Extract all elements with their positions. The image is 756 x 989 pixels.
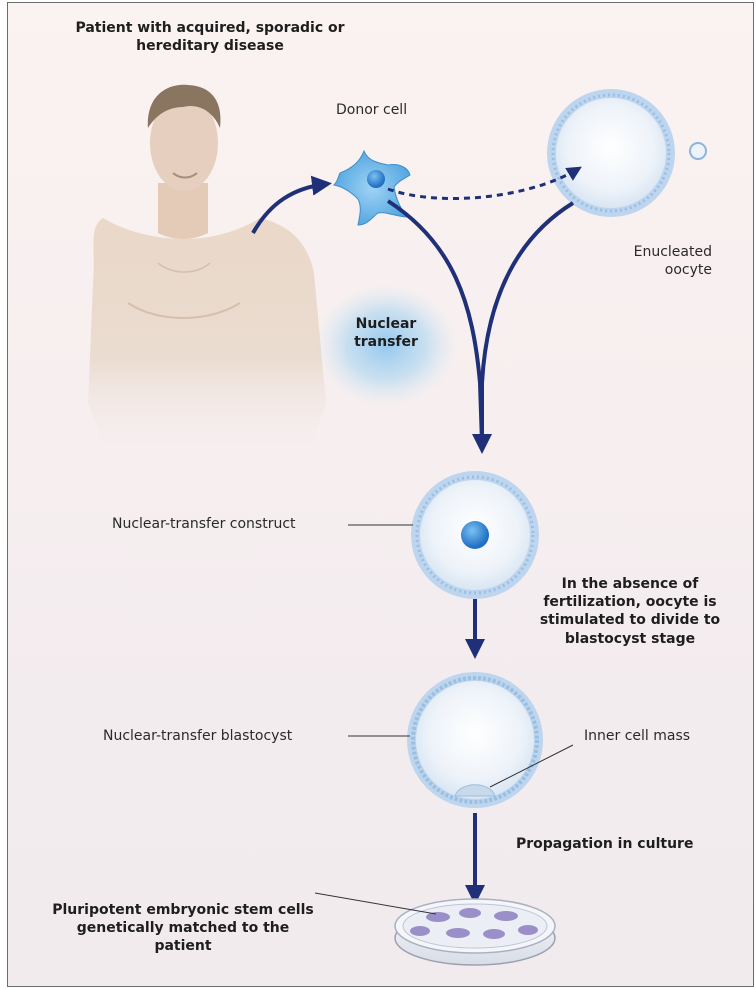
nuclear-transfer-blastocyst <box>407 672 543 808</box>
petri-dish <box>395 899 555 965</box>
patient-label: Patient with acquired, sporadic or hered… <box>60 19 360 55</box>
nuclear-transfer-construct <box>411 471 539 599</box>
construct-label: Nuclear-transfer construct <box>112 515 296 533</box>
arrow-oocyte-merge <box>482 203 573 448</box>
enucleated-oocyte-label: Enucleated oocyte <box>588 243 712 279</box>
dashed-arrow-nucleus-to-oocyte <box>388 169 578 199</box>
polar-body <box>690 143 706 159</box>
enucleated-oocyte <box>547 89 675 217</box>
donor-cell <box>334 151 410 225</box>
nuclear-transfer-label: Nuclear transfer <box>348 315 424 351</box>
stem-cells-label: Pluripotent embryonic stem cells genetic… <box>52 901 314 956</box>
stimulation-label: In the absence of fertilization, oocyte … <box>530 575 730 648</box>
donor-cell-label: Donor cell <box>336 101 407 119</box>
blastocyst-label: Nuclear-transfer blastocyst <box>103 727 292 745</box>
inner-cell-mass-label: Inner cell mass <box>584 727 690 745</box>
propagation-label: Propagation in culture <box>516 835 693 853</box>
stem-cells-leader-line <box>315 893 436 914</box>
figure: Patient with acquired, sporadic or hered… <box>7 2 754 987</box>
patient-figure <box>88 85 326 453</box>
